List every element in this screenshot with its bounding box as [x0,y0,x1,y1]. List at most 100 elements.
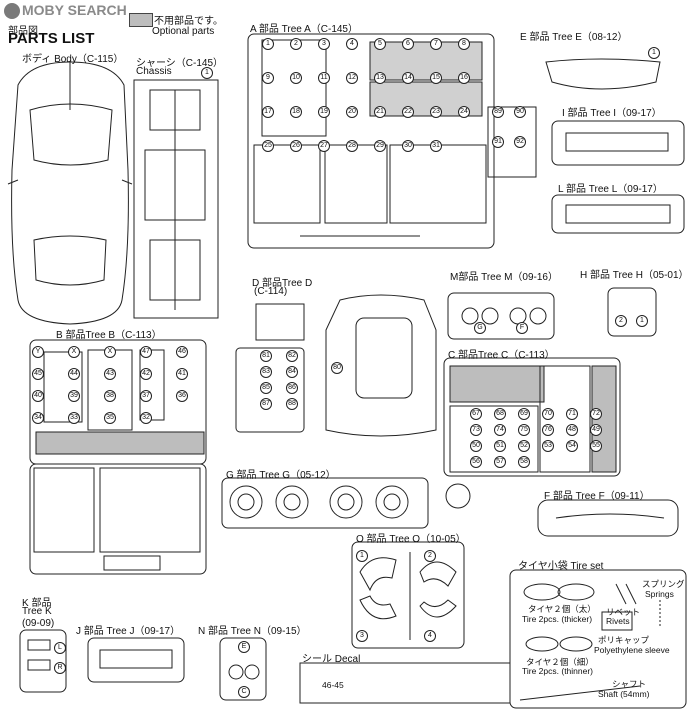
tree-c-part-marker: 56 [470,456,482,468]
tree-c-part-marker: 50 [470,440,482,452]
springs-jp: スプリング [642,579,685,589]
tree-d-label: D 部品Tree D [252,278,313,289]
tree-o-part-marker: 2 [424,550,436,562]
tree-a-part-marker: 3 [318,38,330,50]
tree-b-part-marker: 40 [32,390,44,402]
tree-c-part-marker: 72 [590,408,602,420]
tree-a-part-marker: 12 [346,72,358,84]
tree-b-part-marker: 44 [68,368,80,380]
tree-d-part-marker: 88 [286,398,298,410]
tree-a-part-marker: 11 [318,72,330,84]
tree-b-part-marker: 47 [140,346,152,358]
tree-b-part-marker: X [68,346,80,358]
tree-i-label: I 部品 Tree I（09-17） [562,108,662,119]
tree-a-part-marker: 6 [402,38,414,50]
tree-i-side-part-marker: 89 [492,106,504,118]
tire-thin-jp: タイヤ２個（細） [526,657,594,667]
decal-sample-text: 46-45 [322,680,344,690]
tree-k-marker-l: L [54,642,66,654]
chassis-label-en: Chassis [136,66,172,77]
tree-c-part-marker: 58 [518,456,530,468]
tree-c-part-marker: 54 [566,440,578,452]
tree-c-part-marker: 73 [470,424,482,436]
tree-i-side-part-marker: 90 [514,106,526,118]
tree-c-part-marker: 68 [494,408,506,420]
tree-n-label: N 部品 Tree N（09-15） [198,626,307,637]
tree-g-label: G 部品 Tree G（05-12） [226,470,336,481]
tree-b-part-marker: 45 [32,368,44,380]
tree-a-part-marker: 18 [290,106,302,118]
tree-a-part-marker: 10 [290,72,302,84]
tree-a-part-marker: 17 [262,106,274,118]
optional-legend-en: Optional parts [152,26,215,37]
tree-k-label-2: Tree K [22,606,52,617]
tree-b-part-marker: 36 [176,390,188,402]
tree-c-part-marker: 74 [494,424,506,436]
search-logo-icon [4,3,20,19]
shaft-en: Shaft (54mm) [598,689,650,699]
tree-b-part-marker: Y [32,346,44,358]
poly-jp: ポリキャップ [598,635,650,645]
tire-thick-jp: タイヤ２個（太） [528,604,596,614]
tree-b-part-marker: 38 [104,390,116,402]
tree-b-part-marker: 37 [140,390,152,402]
tire-set-title: タイヤ小袋 Tire set [518,561,604,572]
tree-c-part-marker: 57 [494,456,506,468]
tree-b-part-marker: 39 [68,390,80,402]
tree-o-part-marker: 4 [424,630,436,642]
tree-d-part-marker: 87 [260,398,272,410]
tree-k-label-1: K 部品 [22,598,52,609]
tree-a-part-marker: 31 [430,140,442,152]
chassis-part-marker: 1 [201,67,213,79]
tree-a-part-marker: 23 [430,106,442,118]
tree-b-part-marker: 42 [140,368,152,380]
optional-legend-swatch [129,13,153,27]
tree-o-label: O 部品 Tree O（10-05） [356,534,466,545]
watermark-text: MOBY SEARCH [22,2,127,18]
tree-a-part-marker: 14 [402,72,414,84]
tree-a-part-marker: 28 [346,140,358,152]
tree-i-side-part-marker: 92 [514,136,526,148]
tree-d-part-marker: 85 [260,382,272,394]
tree-h-marker-2: 2 [615,315,627,327]
tree-e-label: E 部品 Tree E（08-12） [520,32,628,43]
tree-o-part-marker: 1 [356,550,368,562]
tree-k-label-3: (09-09) [22,618,55,629]
tree-m-marker-g: G [474,322,486,334]
tree-c-part-marker: 75 [518,424,530,436]
tree-a-part-marker: 2 [290,38,302,50]
tree-c-part-marker: 76 [542,424,554,436]
tree-k-marker-r: R [54,662,66,674]
tree-a-label: A 部品 Tree A（C-145） [250,24,358,35]
poly-en: Polyethylene sleeve [594,645,670,655]
tree-c-label: C 部品Tree C（C-113） [448,350,555,361]
tree-d-part-marker: 82 [286,350,298,362]
tree-a-part-marker: 29 [374,140,386,152]
springs-en: Springs [645,589,674,599]
page-title: PARTS LIST [8,30,95,47]
tree-a-part-marker: 21 [374,106,386,118]
body-label: ボディ Body（C-115） [22,54,124,65]
tire-thin-en: Tire 2pcs. (thinner) [522,666,594,676]
tree-b-part-marker: 46 [176,346,188,358]
tree-e-part-marker: 1 [648,47,660,59]
tree-b-part-marker: 35 [104,412,116,424]
tree-b-part-marker: 33 [68,412,80,424]
tree-h-marker-1: 1 [636,315,648,327]
tree-a-part-marker: 5 [374,38,386,50]
tree-a-part-marker: 13 [374,72,386,84]
tree-d-code: (C-114) [254,286,288,297]
rivets-jp: リベット [606,607,641,617]
tree-b-part-marker: X [104,346,116,358]
tree-l-label: L 部品 Tree L（09-17） [558,184,663,195]
tree-c-part-marker: 49 [590,424,602,436]
tire-thick-en: Tire 2pcs. (thicker) [522,614,593,624]
tree-c-part-marker: 52 [518,440,530,452]
tree-i-side-part-marker: 91 [492,136,504,148]
tree-a-part-marker: 30 [402,140,414,152]
tree-a-part-marker: 9 [262,72,274,84]
tree-a-part-marker: 25 [262,140,274,152]
tree-a-part-marker: 20 [346,106,358,118]
tree-a-part-marker: 16 [458,72,470,84]
